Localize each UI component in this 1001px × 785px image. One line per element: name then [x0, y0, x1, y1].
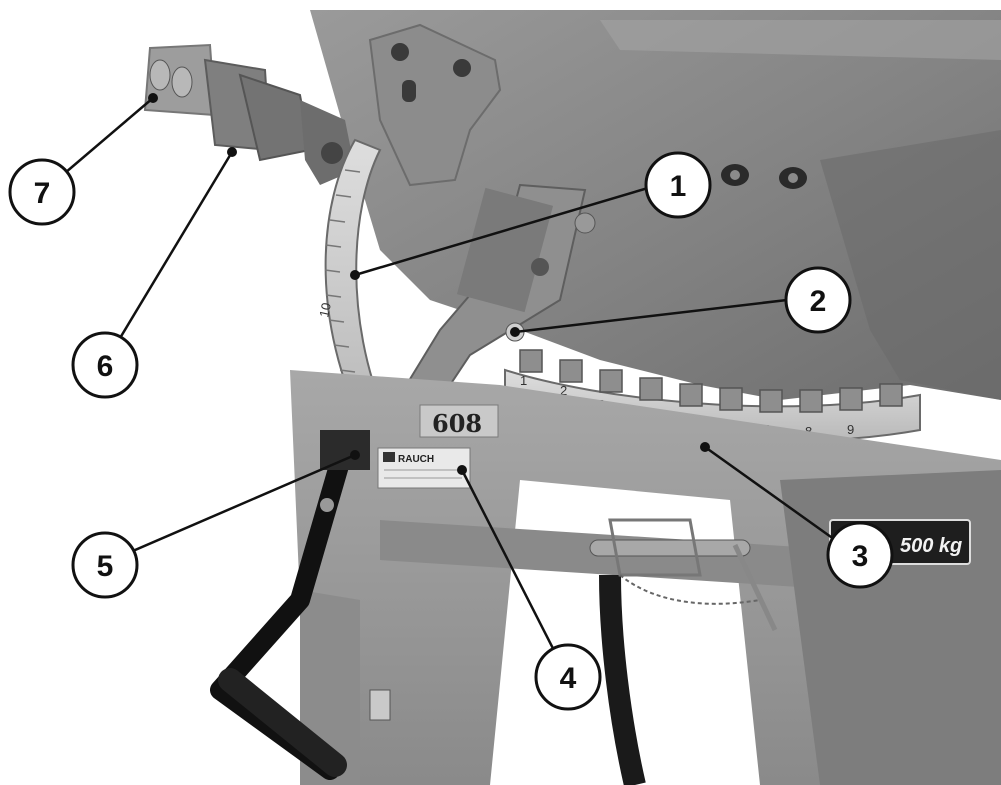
svg-text:3: 3 [852, 540, 869, 573]
svg-text:6: 6 [97, 350, 114, 383]
callout-6: 6 [71, 331, 139, 399]
coupling-assembly [143, 43, 355, 185]
callout-4: 4 [534, 643, 602, 711]
leader-dots [148, 93, 710, 475]
rack-scale-number: 9 [847, 422, 854, 437]
rack-scale-number: 2 [560, 383, 567, 398]
frame-number: 608 [432, 409, 482, 438]
callout-3: 3 [826, 521, 894, 589]
callout-2: 2 [784, 266, 852, 334]
side-scale-number: 10 [316, 301, 334, 318]
svg-text:4: 4 [560, 662, 577, 695]
svg-text:2: 2 [810, 285, 827, 318]
linch-pin [589, 518, 778, 632]
brand-label: RAUCH [398, 454, 434, 465]
bracket-plate [368, 23, 502, 187]
weight-plate-label: 500 kg [900, 535, 962, 557]
hand-crank [210, 430, 391, 780]
callout-5: 5 [71, 531, 139, 599]
hydraulic-hose [599, 574, 646, 785]
svg-text:5: 5 [97, 550, 114, 583]
svg-text:1: 1 [670, 170, 687, 203]
leader-lines [44, 97, 846, 673]
callout-1: 1 [644, 151, 712, 219]
svg-text:7: 7 [34, 177, 51, 210]
rack-scale-number: 1 [520, 373, 527, 388]
callout-7: 7 [8, 158, 76, 226]
